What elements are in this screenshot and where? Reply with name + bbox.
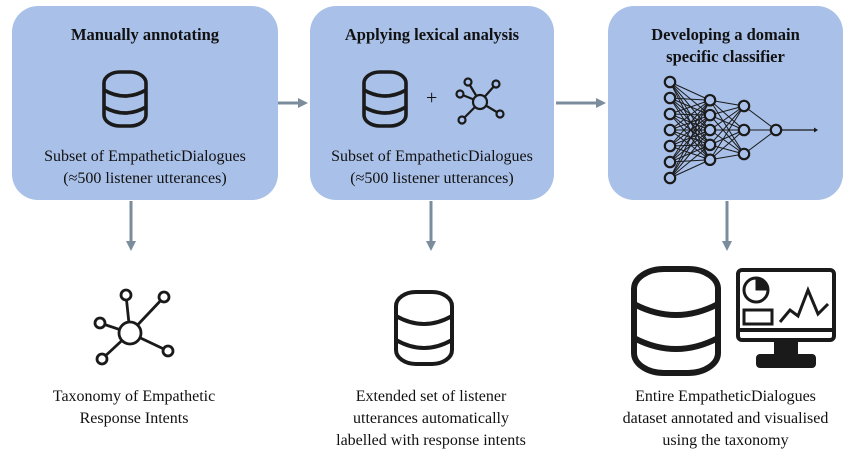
stage-title: Developing a domain specific classifier [608,24,843,68]
nn-node [663,107,677,121]
caption-line: Entire EmpatheticDialogues [635,388,816,405]
nn-connection [669,99,711,131]
nn-connection [669,113,711,146]
caption-line: Response Intents [79,410,189,427]
nn-connection [709,105,745,131]
nn-connection [669,129,711,146]
nn-connection [669,114,711,179]
stage-lexical-analysis-box: Applying lexical analysis + Subset of Em… [310,6,554,200]
neural-network-icon [663,75,818,185]
nn-connection [669,81,711,131]
nn-connection [743,129,777,155]
caption-line: utterances automatically [353,410,509,427]
nn-node [663,155,677,169]
nn-node [703,108,717,122]
nn-output-arrowhead [814,127,818,133]
database-icon [102,70,148,128]
stage-title-line: Manually annotating [70,25,220,44]
stage-title: Manually annotating [12,24,278,46]
stage-title-line: specific classifier [666,47,785,66]
nn-node [769,123,783,137]
output-taxonomy-caption: Taxonomy of Empathetic Response Intents [12,386,256,430]
nn-node [737,147,751,161]
nn-connection [709,99,745,155]
stage-subtitle: Subset of EmpatheticDialogues (≈500 list… [310,146,554,190]
nn-connection [669,97,711,101]
caption-line: dataset annotated and visualised [622,410,829,427]
nn-node [663,123,677,137]
database-icon [631,266,721,376]
nn-connection [669,97,711,131]
database-icon [362,70,408,128]
nn-connection [669,99,711,147]
nn-connection [669,159,711,179]
nn-connection [669,129,711,161]
nn-connection [669,97,711,146]
dashboard-monitor-icon [736,268,836,368]
nn-connection [669,99,711,163]
nn-connection [709,105,745,161]
nn-connection [709,114,745,155]
stage-title-line: Applying lexical analysis [344,25,520,44]
nn-connection [669,81,711,116]
nn-node [703,153,717,167]
nn-connection [709,105,745,146]
nn-connection [669,129,711,179]
nn-connection [709,99,745,131]
caption-line: Taxonomy of Empathetic [52,388,216,405]
output-extended-set-caption: Extended set of listener utterances auto… [308,386,554,452]
nn-connection [669,113,711,161]
network-icon [93,288,175,366]
nn-node [663,171,677,185]
caption-line: labelled with response intents [336,432,526,449]
subtitle-line: (≈500 listener utterances) [350,170,514,187]
network-icon [455,77,505,125]
nn-connection [669,144,711,179]
stage-classifier-box: Developing a domain specific classifier [608,6,843,200]
nn-node [703,93,717,107]
nn-connection [743,105,777,131]
database-icon [394,290,454,366]
nn-node [663,139,677,153]
caption-line: using the taxonomy [662,432,789,449]
stage-title-line: Developing a domain [651,25,800,44]
subtitle-line: Subset of EmpatheticDialogues [44,148,246,165]
nn-connection [709,129,745,161]
nn-connection [669,99,711,115]
nn-connection [669,113,711,131]
nn-connection [669,81,711,101]
nn-connection [669,145,711,161]
nn-node [703,138,717,152]
nn-node [663,75,677,89]
subtitle-line: (≈500 listener utterances) [63,170,227,187]
stage-title: Applying lexical analysis [310,24,554,46]
plus-sign: + [426,87,438,109]
nn-connection [669,100,711,179]
nn-node [663,91,677,105]
stage-manual-annotation-box: Manually annotating Subset of Empathetic… [12,6,278,200]
nn-node [737,123,751,137]
nn-node [703,123,717,137]
stage-subtitle: Subset of EmpatheticDialogues (≈500 list… [12,146,278,190]
subtitle-line: Subset of EmpatheticDialogues [331,148,533,165]
caption-line: Extended set of listener [355,388,507,405]
nn-connection [709,129,745,155]
output-entire-dataset-caption: Entire EmpatheticDialogues dataset annot… [604,386,847,452]
nn-node [737,99,751,113]
